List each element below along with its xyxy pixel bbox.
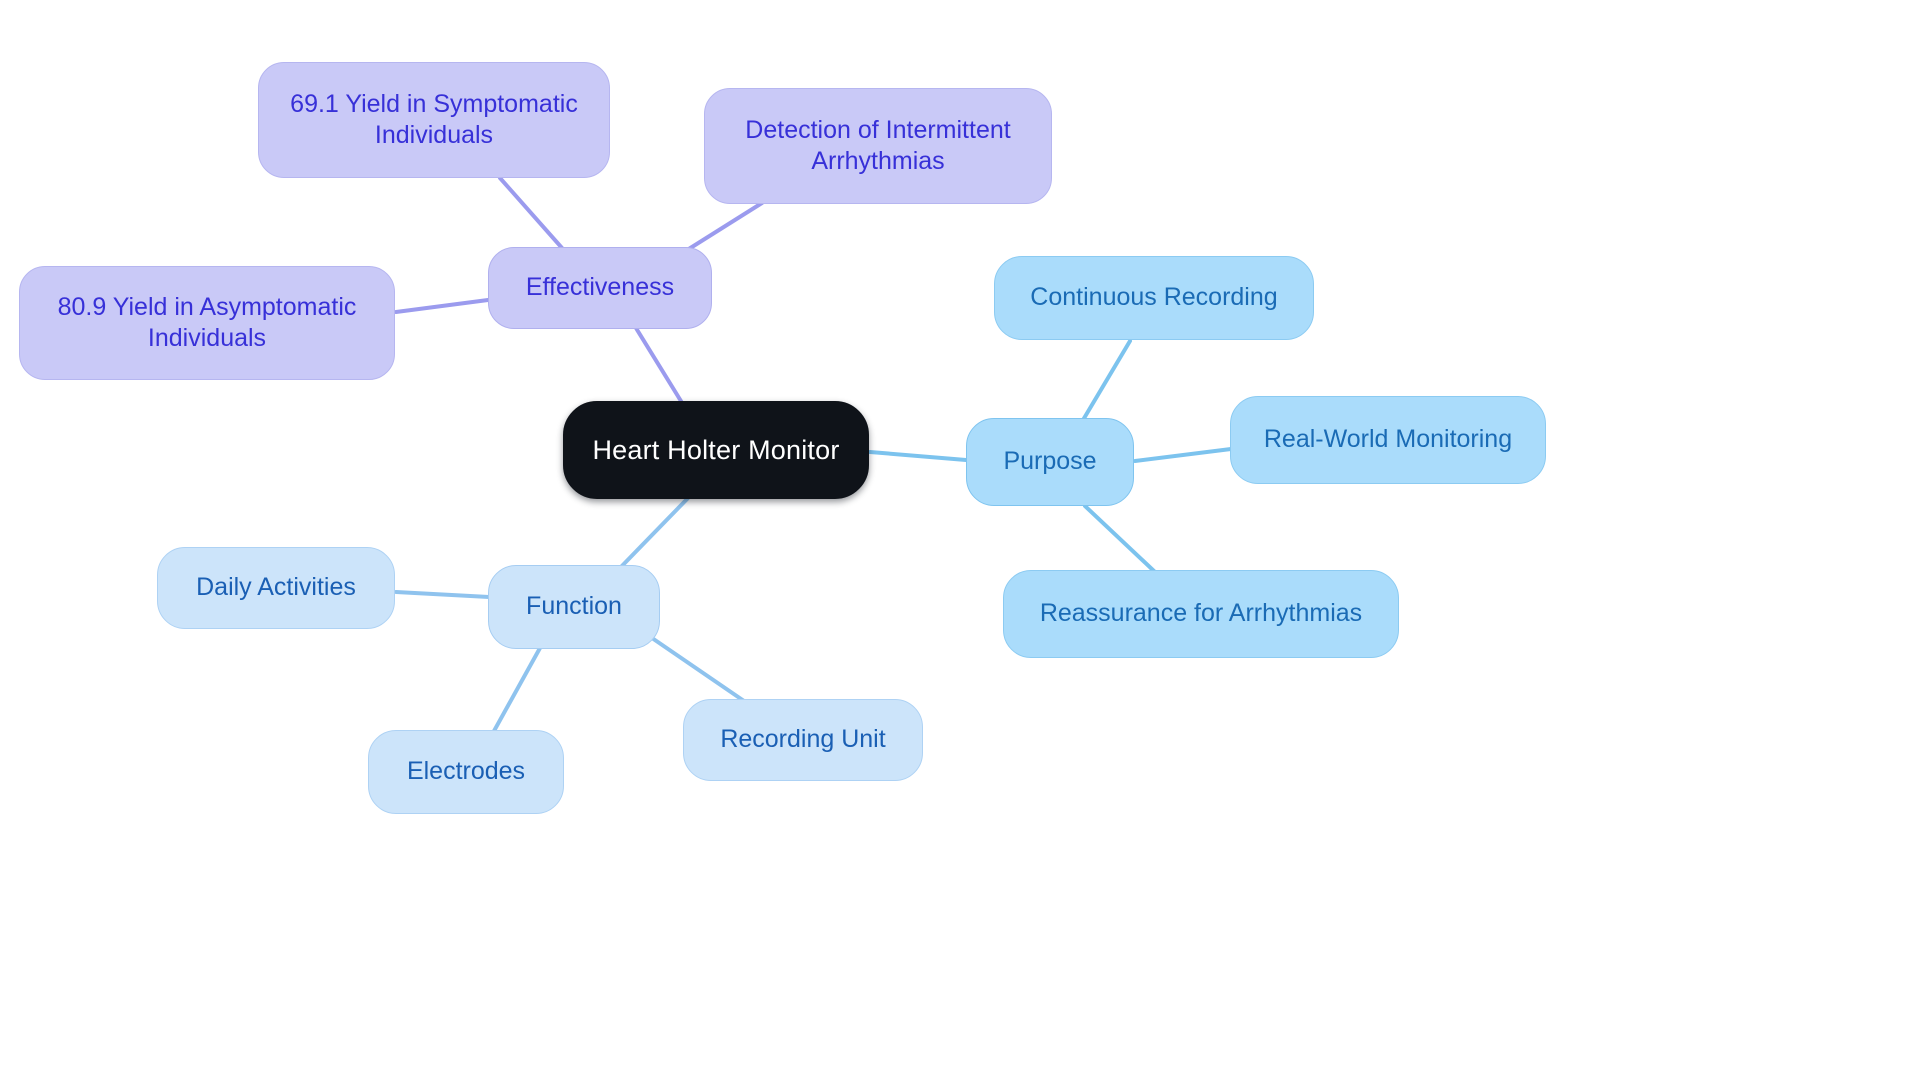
node-label: Reassurance for Arrhythmias xyxy=(1039,599,1363,628)
node-root-heart-holter-monitor[interactable]: Heart Holter Monitor xyxy=(563,401,869,499)
node-label: Daily Activities xyxy=(196,573,356,602)
node-yield-asymptomatic[interactable]: 80.9 Yield in Asymptomatic Individuals xyxy=(19,266,395,380)
node-label: Electrodes xyxy=(406,757,526,786)
edge-function-recording-unit xyxy=(650,636,746,703)
node-label: Recording Unit xyxy=(720,725,886,754)
node-purpose[interactable]: Purpose xyxy=(966,418,1134,506)
node-recording-unit[interactable]: Recording Unit xyxy=(683,699,923,781)
node-continuous-recording[interactable]: Continuous Recording xyxy=(994,256,1314,340)
node-effectiveness[interactable]: Effectiveness xyxy=(488,247,712,329)
node-real-world-monitoring[interactable]: Real-World Monitoring xyxy=(1230,396,1546,484)
edge-purpose-reassurance xyxy=(1083,504,1157,574)
edge-function-electrodes xyxy=(492,646,542,733)
edge-purpose-real-world-monitoring xyxy=(1133,447,1233,463)
edge-root-function xyxy=(616,494,692,572)
edge-effectiveness-yield-asymptomatic xyxy=(394,298,490,314)
node-label: Heart Holter Monitor xyxy=(592,434,840,465)
node-label: Function xyxy=(526,592,622,621)
edge-root-effectiveness xyxy=(634,326,686,408)
node-label: Detection of Intermittent Arrhythmias xyxy=(745,115,1011,176)
node-label: 80.9 Yield in Asymptomatic Individuals xyxy=(57,292,357,353)
node-label: Purpose xyxy=(1003,447,1097,476)
node-detection-intermittent-arrhythmias[interactable]: Detection of Intermittent Arrhythmias xyxy=(704,88,1052,204)
node-label: 69.1 Yield in Symptomatic Individuals xyxy=(290,89,578,150)
node-yield-symptomatic[interactable]: 69.1 Yield in Symptomatic Individuals xyxy=(258,62,610,178)
node-electrodes[interactable]: Electrodes xyxy=(368,730,564,814)
node-daily-activities[interactable]: Daily Activities xyxy=(157,547,395,629)
node-function[interactable]: Function xyxy=(488,565,660,649)
node-label: Effectiveness xyxy=(525,273,675,302)
node-label: Continuous Recording xyxy=(1030,283,1278,312)
edge-effectiveness-yield-symptomatic xyxy=(498,176,564,250)
node-label: Real-World Monitoring xyxy=(1263,425,1513,454)
edge-function-daily-activities xyxy=(394,590,491,599)
edge-purpose-continuous-recording xyxy=(1081,339,1132,422)
edge-root-purpose xyxy=(868,450,968,462)
edge-effectiveness-detection xyxy=(682,201,764,254)
node-reassurance-for-arrhythmias[interactable]: Reassurance for Arrhythmias xyxy=(1003,570,1399,658)
